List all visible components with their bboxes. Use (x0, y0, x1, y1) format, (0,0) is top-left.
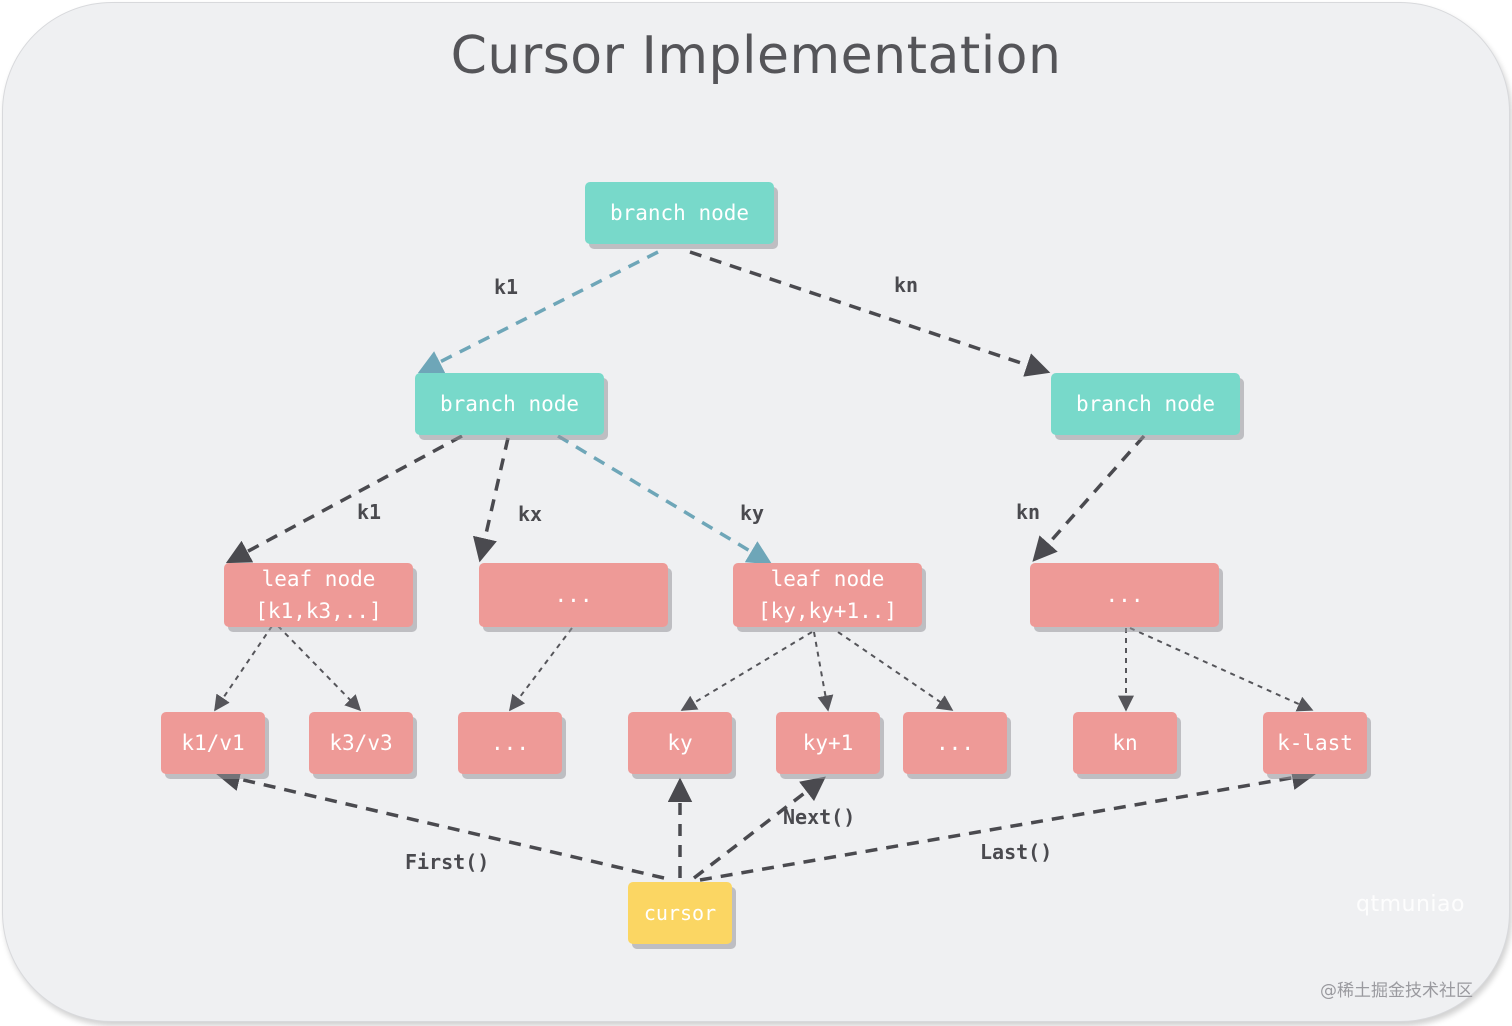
edge-root-right (689, 250, 1051, 377)
edge-label-first: First() (405, 850, 490, 874)
root-branch-node: branch node (585, 182, 774, 244)
right-branch-node: branch node (1051, 373, 1240, 435)
credit-text: @稀土掘金技术社区 (1320, 981, 1473, 1001)
kv-ky: ky (628, 712, 732, 774)
edge-label-next: Next() (783, 805, 856, 829)
edge-label-right-kn: kn (1016, 500, 1041, 524)
edge-cursor-first (215, 767, 665, 880)
kv-ky-plus-1: ky+1 (776, 712, 880, 774)
edge-label-left-k1: k1 (357, 500, 382, 524)
edge-leafky-ky (680, 631, 813, 711)
edge-dots2-klast (1129, 627, 1314, 712)
kv-k1-v1: k1/v1 (161, 712, 265, 774)
edge-label-last: Last() (980, 840, 1053, 864)
kv-kn: kn (1073, 712, 1177, 774)
edge-root-left (417, 250, 659, 374)
leaf-node-ky-title: leaf node (770, 567, 885, 591)
edge-right-dots (1032, 434, 1146, 562)
edge-leafk1-kv3 (277, 625, 362, 712)
kv-k-last: k-last (1263, 712, 1367, 774)
kv-k3-v3: k3/v3 (309, 712, 413, 774)
edge-leafk1-kv1 (214, 625, 273, 712)
leaf-node-k1-keys: [k1,k3,..] (255, 599, 382, 623)
kv-dots-1: ... (458, 712, 562, 774)
leaf-node-k1: leaf node [k1,k3,..] (224, 563, 413, 627)
edge-left-dots (472, 437, 510, 563)
leaf-node-ky: leaf node [ky,ky+1..] (733, 563, 922, 627)
cursor-node: cursor (628, 882, 732, 944)
edge-label-left-ky: ky (740, 501, 765, 525)
edge-cursor-next (692, 776, 826, 880)
edge-label-left-kx: kx (518, 502, 543, 526)
edge-left-leafk1 (225, 434, 463, 564)
leaf-node-ky-keys: [ky,ky+1..] (757, 599, 898, 623)
leaf-node-dots-1: ... (479, 563, 668, 627)
watermark: qtmuniao (1356, 892, 1465, 917)
leaf-node-dots-2: ... (1030, 563, 1219, 627)
left-branch-node: branch node (415, 373, 604, 435)
edge-dots1-kv (509, 627, 573, 712)
edge-leafky-ky1 (813, 631, 834, 712)
edge-label-root-k1: k1 (494, 275, 519, 299)
diagram-title: Cursor Implementation (450, 26, 1062, 86)
leaf-node-k1-title: leaf node (261, 567, 376, 591)
edge-label-root-kn: kn (894, 273, 919, 297)
edge-leafky-dots (837, 631, 954, 711)
edge-left-leafky (557, 434, 773, 565)
kv-dots-2: ... (903, 712, 1007, 774)
